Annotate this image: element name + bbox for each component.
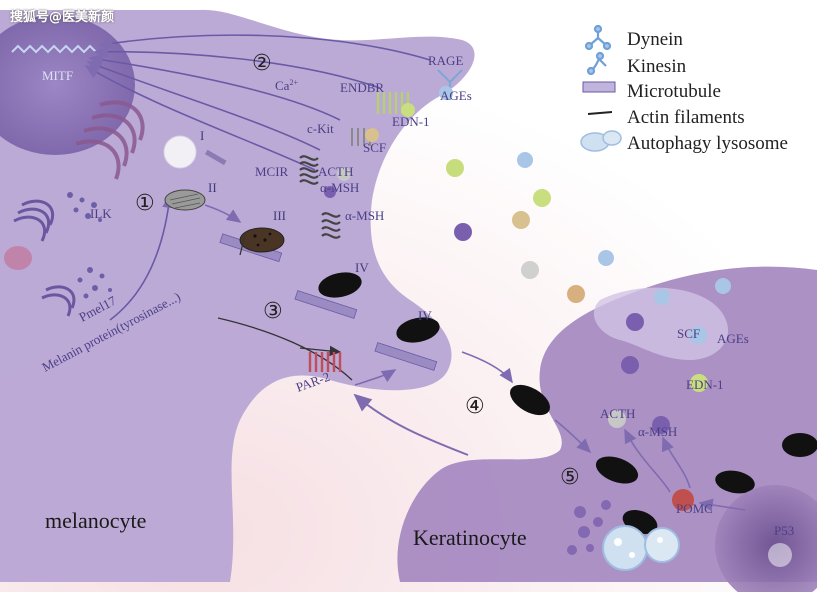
endbr-label: ENDBR	[340, 80, 384, 95]
kinesin-icon	[586, 51, 607, 76]
golgi-apparatus	[13, 199, 76, 317]
watermark: 搜狐号@医美新颜	[10, 10, 115, 25]
legend-label-kinesin: Kinesin	[627, 56, 687, 77]
melanocyte-cell-body	[0, 9, 475, 582]
ages-label-top: AGEs	[440, 88, 472, 103]
microtubule-segment	[204, 149, 227, 166]
step-3-marker: ③	[263, 299, 283, 324]
edn1-label-top: EDN-1	[392, 114, 430, 129]
stage-iv-label-b: IV	[418, 308, 432, 323]
amsh-label-top: α-MSH	[320, 180, 359, 195]
mitf-label: MITF	[42, 68, 73, 83]
keratinocyte-nucleus	[715, 485, 817, 592]
autophagy-lysosome-icon	[580, 130, 622, 152]
stage-iii-label: III	[273, 208, 286, 223]
signaling-arrows	[84, 34, 431, 321]
autophagy-lysosome	[602, 525, 680, 571]
step-5-marker: ⑤	[560, 465, 580, 490]
p53-label: P53	[774, 523, 794, 538]
stage-ii-label: II	[208, 180, 217, 195]
melanosome-transfer	[510, 384, 550, 416]
pomc-label: POMC	[676, 501, 713, 516]
transfer-arrow	[461, 351, 513, 384]
uptake-arrow	[554, 419, 592, 454]
pomc-node	[672, 489, 694, 511]
stage-iv-label-a: IV	[355, 260, 369, 275]
legend-label-microtubule: Microtubule	[627, 81, 721, 102]
amsh-label-bottom: α-MSH	[638, 424, 677, 439]
ligand-particles	[324, 86, 731, 434]
p53-nucleolus	[768, 543, 792, 567]
vesicle-cluster	[67, 192, 112, 299]
par2-receptor	[308, 352, 342, 372]
keratinocyte-melanosomes	[595, 433, 817, 535]
amsh-label-mid: α-MSH	[345, 208, 384, 223]
scf-label-top: SCF	[363, 140, 386, 155]
scf-label-right: SCF	[677, 326, 700, 341]
pomc-arrows	[624, 428, 746, 512]
calcium-label: Ca2+	[275, 78, 298, 93]
legend-label-dynein: Dynein	[627, 29, 683, 50]
acth-label-bottom: ACTH	[600, 406, 635, 421]
melanosome-stage-i	[163, 135, 197, 169]
par2-activation-arrow	[353, 393, 469, 456]
ages-label-right: AGEs	[717, 331, 749, 346]
ckit-receptor	[351, 128, 371, 146]
ilk-label: ILK	[90, 206, 112, 221]
step-2-marker: ②	[252, 51, 272, 76]
melanosome-stage-iv-b	[396, 317, 440, 343]
legend-label-actin-filaments: Actin filaments	[627, 107, 745, 128]
melanocyte-label: melanocyte	[45, 508, 146, 533]
step-4-marker: ④	[465, 394, 485, 419]
endbr-receptor	[376, 92, 410, 114]
microtubule-icon	[582, 81, 616, 93]
edn1-label-right: EDN-1	[686, 377, 724, 392]
par2-arrow	[354, 369, 397, 386]
arrow-ii-to-iii	[204, 204, 242, 223]
endoplasmic-reticulum	[75, 100, 145, 180]
mitf-dna-strand	[11, 44, 97, 54]
mitochondrion	[4, 246, 32, 270]
keratinocyte-vesicles	[567, 500, 611, 555]
mc1r-receptor	[299, 155, 341, 239]
dynein-icon	[584, 24, 612, 51]
rage-label: RAGE	[428, 53, 463, 68]
mc1r-label: MCIR	[255, 164, 289, 179]
legend-label-autophagy-lysosome: Autophagy lysosome	[627, 133, 788, 154]
melanosome-stage-iii	[239, 227, 285, 253]
ckit-label: c-Kit	[307, 121, 334, 136]
actin-filaments-icon	[587, 111, 613, 115]
acth-label-top: ACTH	[318, 164, 353, 179]
melanosome-stage-iv-a	[318, 272, 362, 298]
keratinocyte-label: Keratinocyte	[413, 525, 527, 550]
step-1-marker: ①	[135, 191, 155, 216]
stage-i-label: I	[200, 128, 204, 143]
